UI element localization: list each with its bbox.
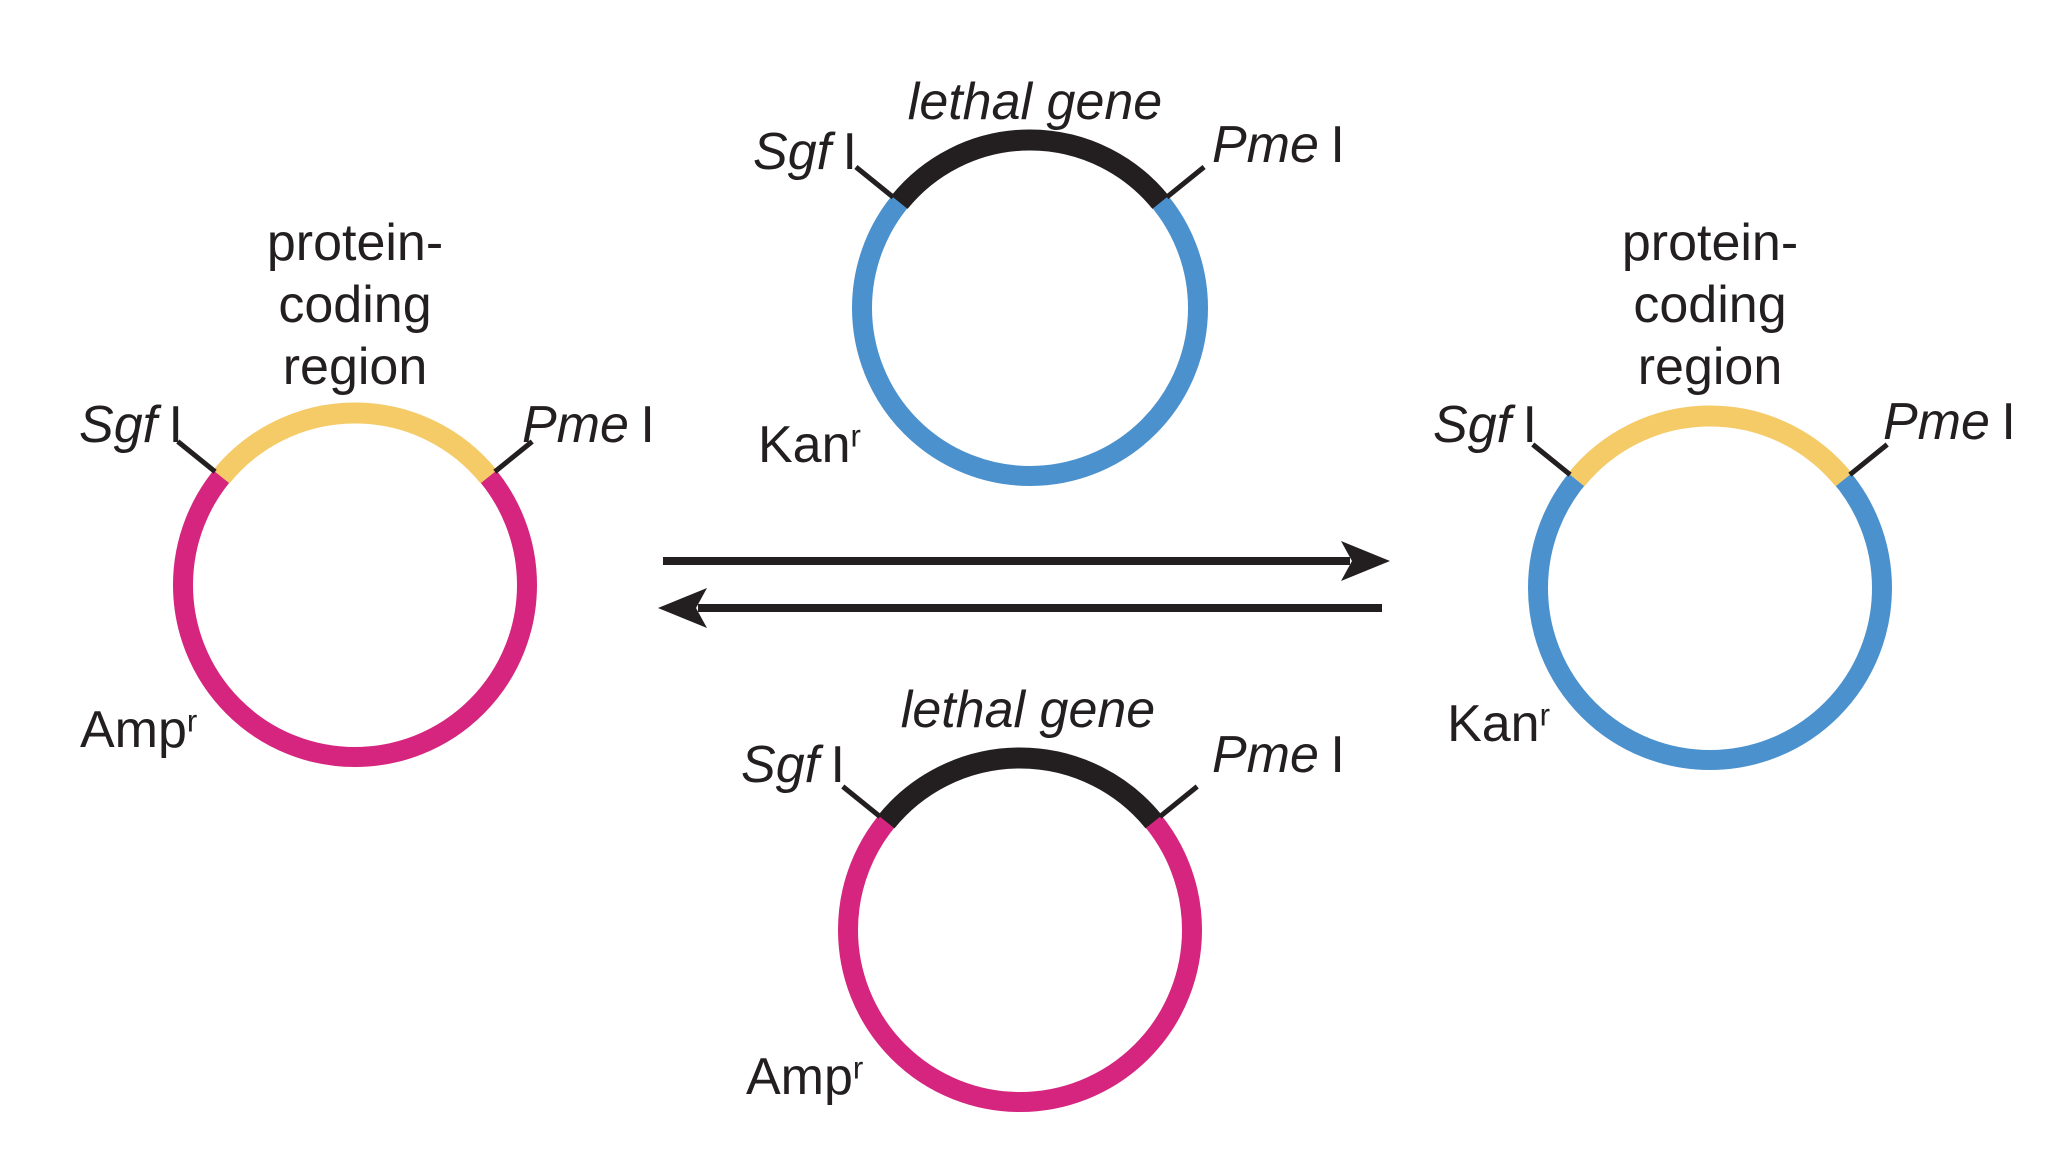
plasmid-bottom-insert-label: lethal gene xyxy=(900,681,1156,739)
enzyme-name: Pme xyxy=(1883,393,1990,451)
enzyme-name: Pme xyxy=(1212,726,1319,784)
plasmid-bottom-insert-arc xyxy=(878,747,1162,829)
plasmid-top-insert-arc xyxy=(891,129,1169,209)
plasmid-right-pme-site-tick xyxy=(1848,442,1889,477)
plasmid-top-pme-site-tick xyxy=(1165,165,1206,200)
plasmid-right-insert-label: protein- coding region xyxy=(1560,212,1860,398)
enzyme-name: Sgf xyxy=(1433,396,1512,454)
reverse-arrow-head-icon xyxy=(658,588,707,628)
plasmid-bottom-sgf-site-tick xyxy=(841,784,882,819)
enzyme-numeral: I xyxy=(830,736,845,794)
insert-label-line-2: coding xyxy=(278,276,432,334)
plasmid-right-insert-arc xyxy=(1568,405,1852,487)
enzyme-name: Sgf xyxy=(79,396,158,454)
insert-label-line-3: region xyxy=(1637,338,1783,396)
enzyme-name: Pme xyxy=(1212,116,1319,174)
enzyme-name: Sgf xyxy=(753,123,832,181)
plasmid-top-insert-label: lethal gene xyxy=(907,73,1163,131)
plasmid-left-insert-label: protein- coding region xyxy=(205,212,505,398)
enzyme-numeral: I xyxy=(2001,393,2016,451)
plasmid-bottom-pme-site-tick xyxy=(1158,784,1199,819)
insert-label-line-1: protein- xyxy=(1621,214,1799,272)
enzyme-name: Pme xyxy=(522,396,629,454)
plasmid-left-insert-arc xyxy=(213,402,497,484)
insert-label-line-3: region xyxy=(282,338,428,396)
plasmid-right-sgf-site-tick xyxy=(1531,442,1572,477)
resistance-superscript: r xyxy=(186,703,198,739)
resistance-name: Amp xyxy=(80,701,187,759)
enzyme-name: Sgf xyxy=(741,736,820,794)
enzyme-numeral: I xyxy=(168,396,183,454)
plasmid-left-pme-site-tick xyxy=(493,439,534,474)
resistance-name: Kan xyxy=(1447,695,1540,753)
enzyme-numeral: I xyxy=(1522,396,1537,454)
plasmid-top-sgf-site-tick xyxy=(854,165,895,200)
forward-arrow-head-icon xyxy=(1341,541,1390,581)
enzyme-numeral: I xyxy=(1330,726,1345,784)
plasmid-left-resistance-label: Ampr xyxy=(80,704,197,756)
plasmid-bottom-resistance-label: Ampr xyxy=(746,1051,863,1103)
insert-label-line-2: coding xyxy=(1633,276,1787,334)
enzyme-numeral: I xyxy=(1330,116,1345,174)
resistance-superscript: r xyxy=(1539,697,1550,733)
enzyme-numeral: I xyxy=(842,123,857,181)
plasmid-top-resistance-label: Kanr xyxy=(758,419,861,471)
resistance-name: Kan xyxy=(758,416,851,474)
plasmid-left-sgf-site-tick xyxy=(176,439,217,474)
plasmid-right-resistance-label: Kanr xyxy=(1447,698,1550,750)
resistance-superscript: r xyxy=(852,1050,864,1086)
resistance-name: Amp xyxy=(746,1048,853,1106)
insert-label-line-1: protein- xyxy=(266,214,444,272)
resistance-superscript: r xyxy=(850,418,861,454)
enzyme-numeral: I xyxy=(640,396,655,454)
